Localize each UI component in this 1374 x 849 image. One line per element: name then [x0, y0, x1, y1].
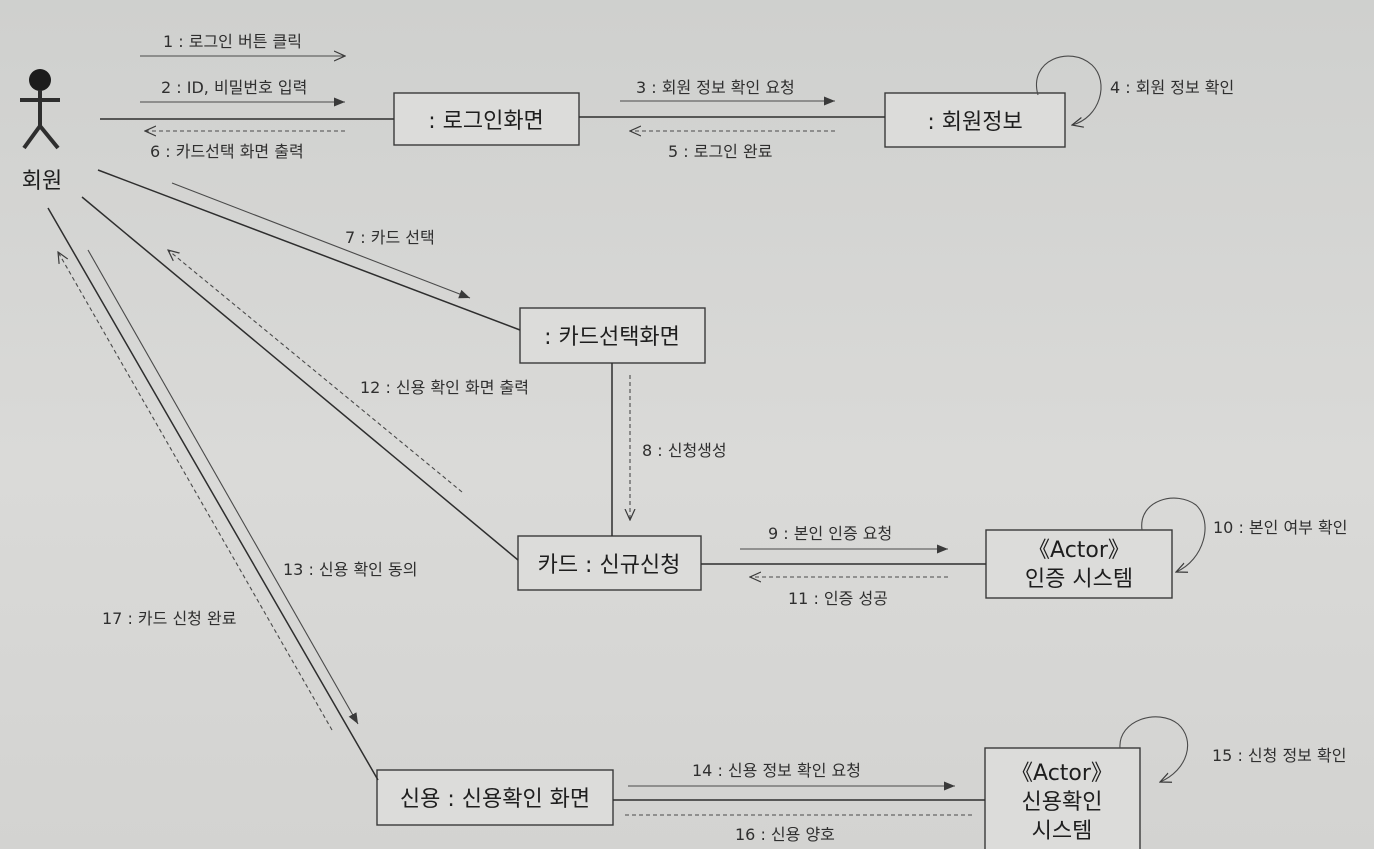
message-label-m16: 16 : 신용 양호 — [735, 825, 835, 844]
message-label-m11: 11 : 인증 성공 — [788, 589, 888, 608]
arrow-m4 — [1035, 55, 1102, 125]
message-label-m14: 14 : 신용 정보 확인 요청 — [692, 761, 861, 780]
arrow-m10 — [1141, 497, 1206, 572]
message-label-m7: 7 : 카드 선택 — [345, 228, 435, 247]
object-label: 신용확인 — [1022, 790, 1103, 815]
stereotype-label: 《Actor》 — [1028, 538, 1130, 563]
message-label-m8: 8 : 신청생성 — [642, 441, 727, 460]
actor-left-leg — [22, 124, 42, 150]
arrow-m13 — [87, 249, 359, 725]
object-auth-system: 《Actor》 인증 시스템 — [985, 529, 1173, 599]
message-arrows — [58, 55, 1206, 816]
object-label: 시스템 — [1032, 819, 1093, 844]
object-card-select-screen: : 카드선택화면 — [519, 307, 706, 364]
object-card-new-application: 카드 : 신규신청 — [517, 535, 702, 591]
object-credit-screen: 신용 : 신용확인 화면 — [376, 769, 614, 826]
object-member-info: : 회원정보 — [884, 92, 1066, 148]
message-label-m4: 4 : 회원 정보 확인 — [1110, 78, 1234, 97]
message-label-m9: 9 : 본인 인증 요청 — [768, 524, 892, 543]
object-label: 신용 : 신용확인 화면 — [400, 787, 590, 812]
arrow-m7 — [171, 182, 471, 299]
association-links — [47, 116, 986, 801]
arrow-m15 — [1119, 716, 1189, 782]
object-credit-system: 《Actor》 신용확인 시스템 — [984, 747, 1141, 849]
message-label-m1: 1 : 로그인 버튼 클릭 — [163, 32, 302, 51]
message-label-m2: 2 : ID, 비밀번호 입력 — [161, 78, 307, 97]
object-label: : 로그인화면 — [428, 109, 544, 134]
message-label-m17: 17 : 카드 신청 완료 — [102, 609, 236, 628]
message-label-m15: 15 : 신청 정보 확인 — [1212, 746, 1346, 765]
actor-right-leg — [38, 124, 60, 150]
link-actor-application — [81, 196, 519, 561]
message-label-m13: 13 : 신용 확인 동의 — [283, 560, 417, 579]
link-actor-cardselect — [97, 169, 521, 331]
message-labels: 1 : 로그인 버튼 클릭 2 : ID, 비밀번호 입력 6 : 카드선택 화… — [102, 32, 1347, 844]
message-label-m10: 10 : 본인 여부 확인 — [1213, 518, 1347, 537]
message-label-m3: 3 : 회원 정보 확인 요청 — [636, 78, 795, 97]
link-actor-credit — [47, 207, 379, 781]
actor-head — [29, 69, 51, 91]
stereotype-label: 《Actor》 — [1011, 761, 1113, 786]
actor-name: 회원 — [22, 169, 62, 194]
object-login-screen: : 로그인화면 — [393, 92, 580, 146]
arrow-m17 — [58, 252, 333, 731]
object-label: 카드 : 신규신청 — [538, 553, 681, 578]
message-label-m6: 6 : 카드선택 화면 출력 — [150, 142, 304, 161]
message-label-m12: 12 : 신용 확인 화면 출력 — [360, 378, 529, 397]
arrow-m12 — [168, 250, 463, 493]
actor-member: 회원 — [20, 69, 62, 194]
object-label: : 회원정보 — [927, 110, 1022, 135]
message-label-m5: 5 : 로그인 완료 — [668, 142, 772, 161]
object-label: : 카드선택화면 — [544, 325, 680, 350]
object-label: 인증 시스템 — [1025, 567, 1133, 592]
